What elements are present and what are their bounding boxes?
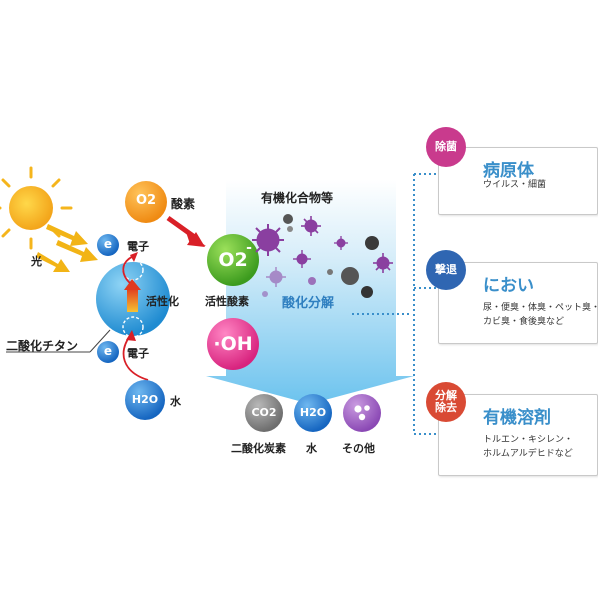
co2-symbol: CO2 <box>251 406 277 419</box>
hydroxyl-radical <box>207 318 259 370</box>
dotted-connectors <box>352 173 438 435</box>
badge-decompose-remove: 分解 除去 <box>426 382 466 422</box>
card-pathogen-title: 病原体 <box>483 161 534 181</box>
electron-label-upper: 電子 <box>127 240 149 253</box>
organics-title: 有機化合物等 <box>261 191 334 205</box>
virus-particles-icon <box>252 216 393 287</box>
activation-arrow-icon <box>127 288 138 312</box>
oxygen-label: 酸素 <box>171 197 196 211</box>
electron-label-lower: 電子 <box>127 347 149 360</box>
light-arrows-icon <box>36 224 98 272</box>
water-label-product: 水 <box>306 442 317 455</box>
dust-particles-icon <box>262 214 379 298</box>
hydroxyl-symbol: ·OH <box>213 333 253 355</box>
titanium-dioxide-label: 二酸化チタン <box>6 339 79 353</box>
co2-label: 二酸化炭素 <box>231 442 286 455</box>
co2-product <box>245 394 283 432</box>
badge-sterilize: 除菌 <box>426 127 466 167</box>
water-symbol-product: H2O <box>299 406 327 419</box>
card-odor-desc-line1: 尿・便臭・体臭・ペット臭・ <box>483 303 598 313</box>
card-odor-title: におい <box>483 276 534 296</box>
sun-icon <box>0 166 73 250</box>
oxygen-symbol: O2 <box>135 193 157 208</box>
superoxide-symbol: O2 <box>218 249 248 271</box>
card-solvent-desc-line1: トルエン・キシレン・ <box>483 435 574 445</box>
electron-symbol-lower: e <box>103 344 113 358</box>
other-label: その他 <box>342 442 375 455</box>
superoxide-ion <box>207 234 259 286</box>
oxygen-molecule <box>125 181 167 223</box>
superoxide-charge: - <box>246 240 252 256</box>
other-product <box>343 394 381 432</box>
water-label-left: 水 <box>170 395 181 408</box>
water-product <box>294 394 332 432</box>
water-molecule-left <box>125 380 165 420</box>
badge-repel: 撃退 <box>426 250 466 290</box>
water-symbol-left: H2O <box>131 393 159 406</box>
card-odor-desc-line2: カビ臭・食後臭など <box>483 317 565 327</box>
card-pathogen-desc: ウイルス・細菌 <box>483 180 547 190</box>
other-product-dots-icon <box>354 405 370 421</box>
active-oxygen-label: 活性酸素 <box>205 295 249 308</box>
electron-upper <box>97 234 119 256</box>
card-solvent-desc-line2: ホルムアルデヒドなど <box>483 449 573 459</box>
electron-lower <box>97 341 119 363</box>
electron-symbol-upper: e <box>103 237 113 251</box>
card-solvent-title: 有機溶剤 <box>483 408 551 428</box>
card-pathogen: 病原体 ウイルス・細菌 <box>438 147 598 215</box>
activation-label: 活性化 <box>146 295 179 308</box>
decomposition-label: 酸化分解 <box>282 296 335 311</box>
reaction-arrow-icon <box>166 215 206 247</box>
light-label: 光 <box>31 255 42 268</box>
